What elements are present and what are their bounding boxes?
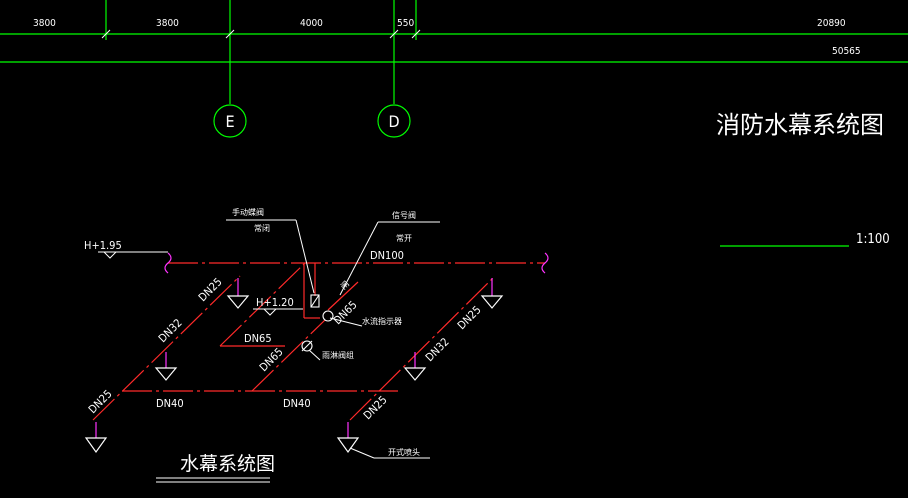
pipe-network xyxy=(92,262,545,421)
label-manual-valve: 手动蝶阀 xyxy=(232,207,264,217)
dimension-ticks xyxy=(101,29,421,39)
pipe-label-riser-a: DN65 xyxy=(257,345,286,374)
label-signal-valve: 信号阀 xyxy=(392,210,416,220)
sprinkler-head-icon xyxy=(336,437,360,454)
dim-550: 550 xyxy=(397,18,414,29)
pipe-label-bottom-2: DN40 xyxy=(283,397,311,410)
sprinkler-heads xyxy=(84,295,504,454)
sprinkler-head-icon xyxy=(480,295,504,309)
axis-label-e: E xyxy=(225,112,234,131)
sprinkler-head-icon xyxy=(226,295,250,309)
elevation-top: H+1.95 xyxy=(84,239,122,252)
label-deluge-valve: 雨淋阀组 xyxy=(322,350,354,360)
label-flow-indicator: 水流指示器 xyxy=(362,316,402,326)
manual-valve-icon xyxy=(310,294,320,308)
pipe-label-bottom-1: DN40 xyxy=(156,397,184,410)
sprinkler-head-icon xyxy=(154,367,178,381)
pipe-label-left-2: DN32 xyxy=(156,316,185,345)
leader-lines xyxy=(98,219,440,483)
pipe-label-left-3: DN25 xyxy=(86,387,115,416)
dim-3800-a: 3800 xyxy=(33,18,56,29)
pipe-label-left-1: DN25 xyxy=(196,275,225,304)
valve-symbols xyxy=(301,294,334,352)
sprinkler-head-icon xyxy=(403,367,427,381)
pipe-label-main: DN100 xyxy=(370,249,404,262)
elevation-markers xyxy=(103,251,277,316)
dimension-lines xyxy=(0,0,908,247)
flow-indicator-icon xyxy=(322,310,334,322)
riser-marks xyxy=(95,252,549,438)
label-signal-valve-state: 常开 xyxy=(396,234,412,243)
label-manual-valve-state: 常闭 xyxy=(254,224,270,233)
label-open-head: 开式喷头 xyxy=(388,447,420,457)
sprinkler-head-icon xyxy=(84,437,108,454)
elevation-valve: H+1.20 xyxy=(256,296,294,309)
scale-label: 1:100 xyxy=(856,232,890,247)
dim-4000: 4000 xyxy=(300,18,323,29)
dim-20890: 20890 xyxy=(817,18,846,29)
dim-3800-b: 3800 xyxy=(156,18,179,29)
pipe-label-branch: DN65 xyxy=(244,332,272,345)
pipe-label-right-3: DN25 xyxy=(361,393,390,422)
deluge-valve-icon xyxy=(301,340,313,352)
axis-label-d: D xyxy=(388,112,399,131)
drawing-caption: 水幕系统图 xyxy=(180,453,275,475)
pipe-label-right-2: DN32 xyxy=(423,335,452,364)
pipe-label-right-1: DN25 xyxy=(455,303,484,332)
drawing-title: 消防水幕系统图 xyxy=(716,111,884,139)
dim-total: 50565 xyxy=(832,46,861,57)
